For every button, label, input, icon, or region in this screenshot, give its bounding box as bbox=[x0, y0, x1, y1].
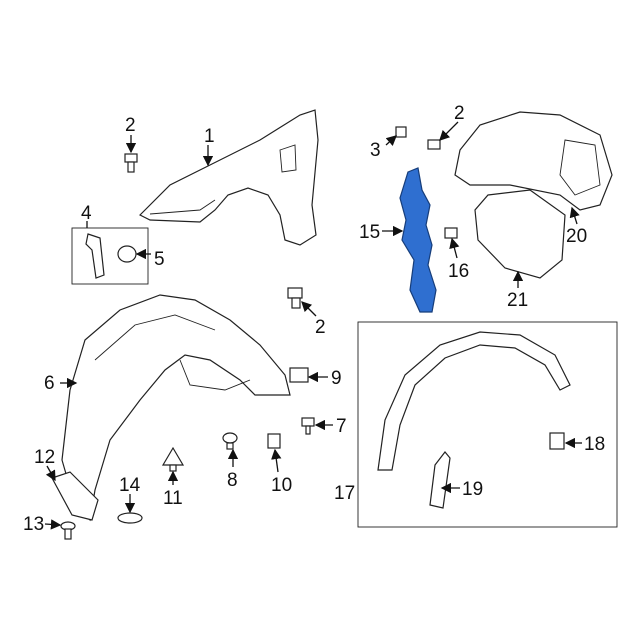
bolt-part[interactable] bbox=[124, 153, 138, 173]
callout-2: 2 bbox=[454, 103, 465, 124]
callout-6: 6 bbox=[44, 373, 55, 394]
bracket-part[interactable] bbox=[85, 233, 105, 279]
callout-2: 2 bbox=[315, 317, 326, 338]
clip-part[interactable] bbox=[549, 432, 565, 450]
retainer-part[interactable] bbox=[289, 367, 309, 383]
molding-part[interactable] bbox=[429, 451, 451, 509]
wheel-arch-molding-part[interactable] bbox=[377, 331, 571, 471]
molding-group-box bbox=[357, 321, 618, 528]
clip-part[interactable] bbox=[267, 433, 281, 449]
callout-5: 5 bbox=[154, 249, 165, 270]
push-pin-part[interactable] bbox=[161, 446, 185, 472]
callout-20: 20 bbox=[566, 226, 587, 247]
bracket-group-box bbox=[71, 227, 149, 285]
screw-part[interactable] bbox=[60, 521, 76, 540]
callout-10: 10 bbox=[271, 475, 292, 496]
callout-2: 2 bbox=[125, 115, 136, 136]
callout-12: 12 bbox=[34, 447, 55, 468]
fender-part[interactable] bbox=[138, 109, 319, 246]
fuel-door-part[interactable] bbox=[474, 189, 566, 279]
callout-9: 9 bbox=[331, 368, 342, 389]
screw-part[interactable] bbox=[301, 417, 315, 435]
callout-7: 7 bbox=[336, 416, 347, 437]
fender-bracket-part[interactable] bbox=[399, 167, 437, 313]
push-pin-part[interactable] bbox=[117, 512, 143, 524]
bolt-part[interactable] bbox=[287, 287, 303, 309]
splash-shield-part[interactable] bbox=[51, 471, 99, 521]
screw-part[interactable] bbox=[222, 432, 238, 450]
callout-16: 16 bbox=[448, 261, 469, 282]
callout-21: 21 bbox=[507, 290, 528, 311]
clip-part[interactable] bbox=[444, 227, 458, 239]
callout-18: 18 bbox=[584, 434, 605, 455]
callout-17: 17 bbox=[334, 483, 355, 504]
callout-1: 1 bbox=[204, 126, 215, 147]
callout-19: 19 bbox=[462, 479, 483, 500]
callout-14: 14 bbox=[119, 475, 141, 496]
nut-part[interactable] bbox=[117, 245, 137, 263]
fender-liner-part[interactable] bbox=[61, 294, 291, 522]
callout-15: 15 bbox=[359, 222, 380, 243]
fuel-door-housing-part[interactable] bbox=[454, 111, 613, 211]
callout-4: 4 bbox=[81, 203, 92, 224]
bolt-part[interactable] bbox=[395, 126, 441, 150]
callout-8: 8 bbox=[227, 470, 238, 491]
callout-11: 11 bbox=[163, 488, 183, 509]
callout-3: 3 bbox=[370, 140, 381, 161]
leader-lines bbox=[44, 121, 582, 530]
callout-13: 13 bbox=[23, 514, 44, 535]
